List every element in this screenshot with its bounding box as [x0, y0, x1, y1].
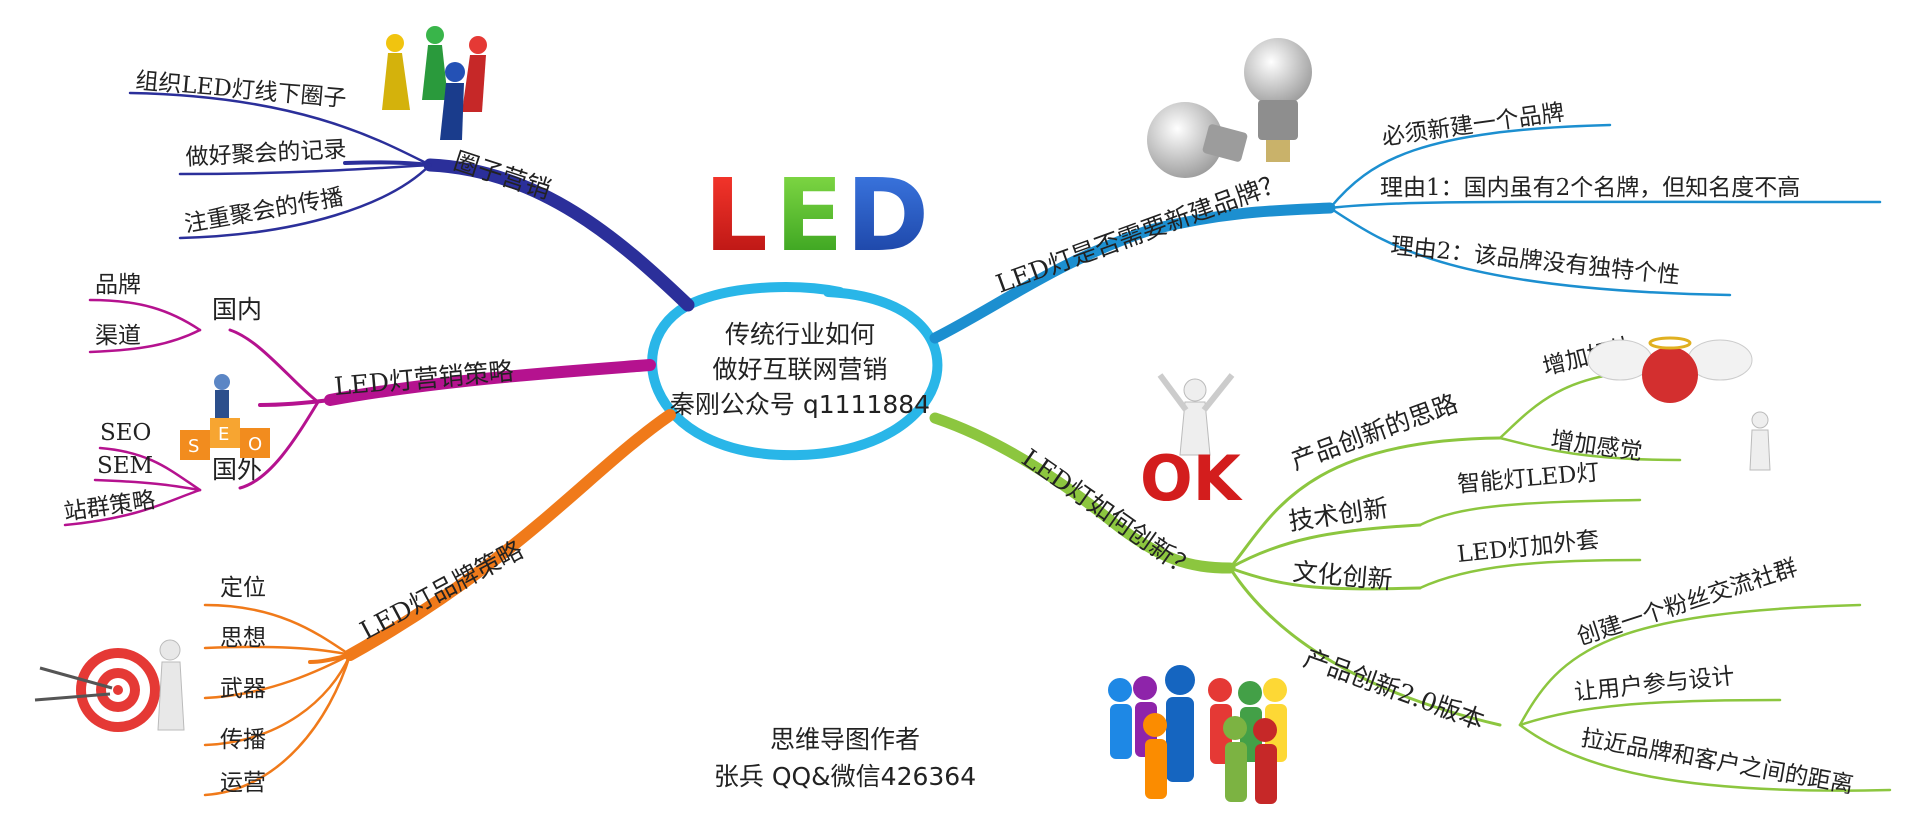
brand-item-4: 传播 [220, 727, 266, 753]
branch-new-brand [935, 125, 1880, 338]
ok-clipart-text: OK [1140, 442, 1243, 515]
strategy-foreign-label: 国外 [212, 455, 262, 484]
brand-item-3: 武器 [220, 676, 266, 702]
branch-brand-title: LED灯品牌策略 [355, 535, 527, 645]
author-line-1: 思维导图作者 [770, 725, 920, 754]
author-line-2: 张兵 QQ&微信426364 [714, 762, 976, 791]
newbrand-item-2: 理由1：国内虽有2个名牌，但知名度不高 [1380, 175, 1800, 201]
center-line-2: 做好互联网营销 [712, 355, 887, 384]
innovation-tech-item-1: 智能灯LED灯 [1456, 460, 1600, 498]
led-logo: L E D [704, 157, 929, 274]
ok-clipart: OK [1140, 375, 1243, 515]
central-node: 传统行业如何 做好互联网营销 秦刚公众号 q1111884 [652, 287, 937, 455]
strategy-foreign-item-2: SEM [97, 453, 153, 479]
strategy-domestic-item-1: 品牌 [95, 272, 141, 298]
brand-item-5: 运营 [220, 770, 266, 796]
newbrand-item-1: 必须新建一个品牌 [1380, 100, 1566, 151]
strategy-domestic-label: 国内 [212, 295, 262, 324]
target-clipart [35, 640, 184, 732]
strategy-domestic-item-2: 渠道 [95, 323, 141, 349]
team-circle-clipart [382, 26, 487, 140]
brand-item-2: 思想 [220, 625, 266, 651]
innovation-v2-item-1: 创建一个粉丝交流社群 [1574, 555, 1801, 651]
center-line-3: 秦刚公众号 q1111884 [670, 390, 930, 419]
seo-block-s: S [188, 436, 199, 457]
strategy-foreign-item-3: 站群策略 [62, 487, 157, 526]
center-line-1: 传统行业如何 [725, 320, 875, 349]
innovation-v2-item-3: 拉近品牌和客户之间的距离 [1579, 725, 1855, 799]
logo-letter-l: L [704, 157, 768, 274]
innovation-ideas-label: 产品创新的思路 [1287, 389, 1461, 476]
circle-item-2: 做好聚会的记录 [185, 137, 347, 171]
crowd-clipart [1108, 665, 1287, 804]
branch-circle-marketing [130, 93, 688, 305]
circle-item-1: 组织LED灯线下圈子 [134, 68, 347, 112]
branch-circle-title: 圈子营销 [450, 146, 554, 204]
logo-letter-d: D [846, 157, 929, 274]
innovation-v2-label: 产品创新2.0版本 [1300, 643, 1488, 735]
logo-letter-e: E [775, 157, 843, 274]
brand-item-1: 定位 [220, 575, 266, 601]
seo-block-e: E [218, 424, 229, 445]
branch-new-brand-title: LED灯是否需要新建品牌？ [992, 167, 1288, 299]
seo-blocks-clipart: S E O [180, 374, 270, 460]
strategy-foreign-item-1: SEO [100, 420, 151, 446]
light-bulbs-clipart [1147, 38, 1312, 178]
innovation-culture-label: 文化创新 [1291, 557, 1393, 595]
seo-block-o: O [248, 434, 262, 455]
branch-strategy-title: LED灯营销策略 [333, 356, 515, 401]
